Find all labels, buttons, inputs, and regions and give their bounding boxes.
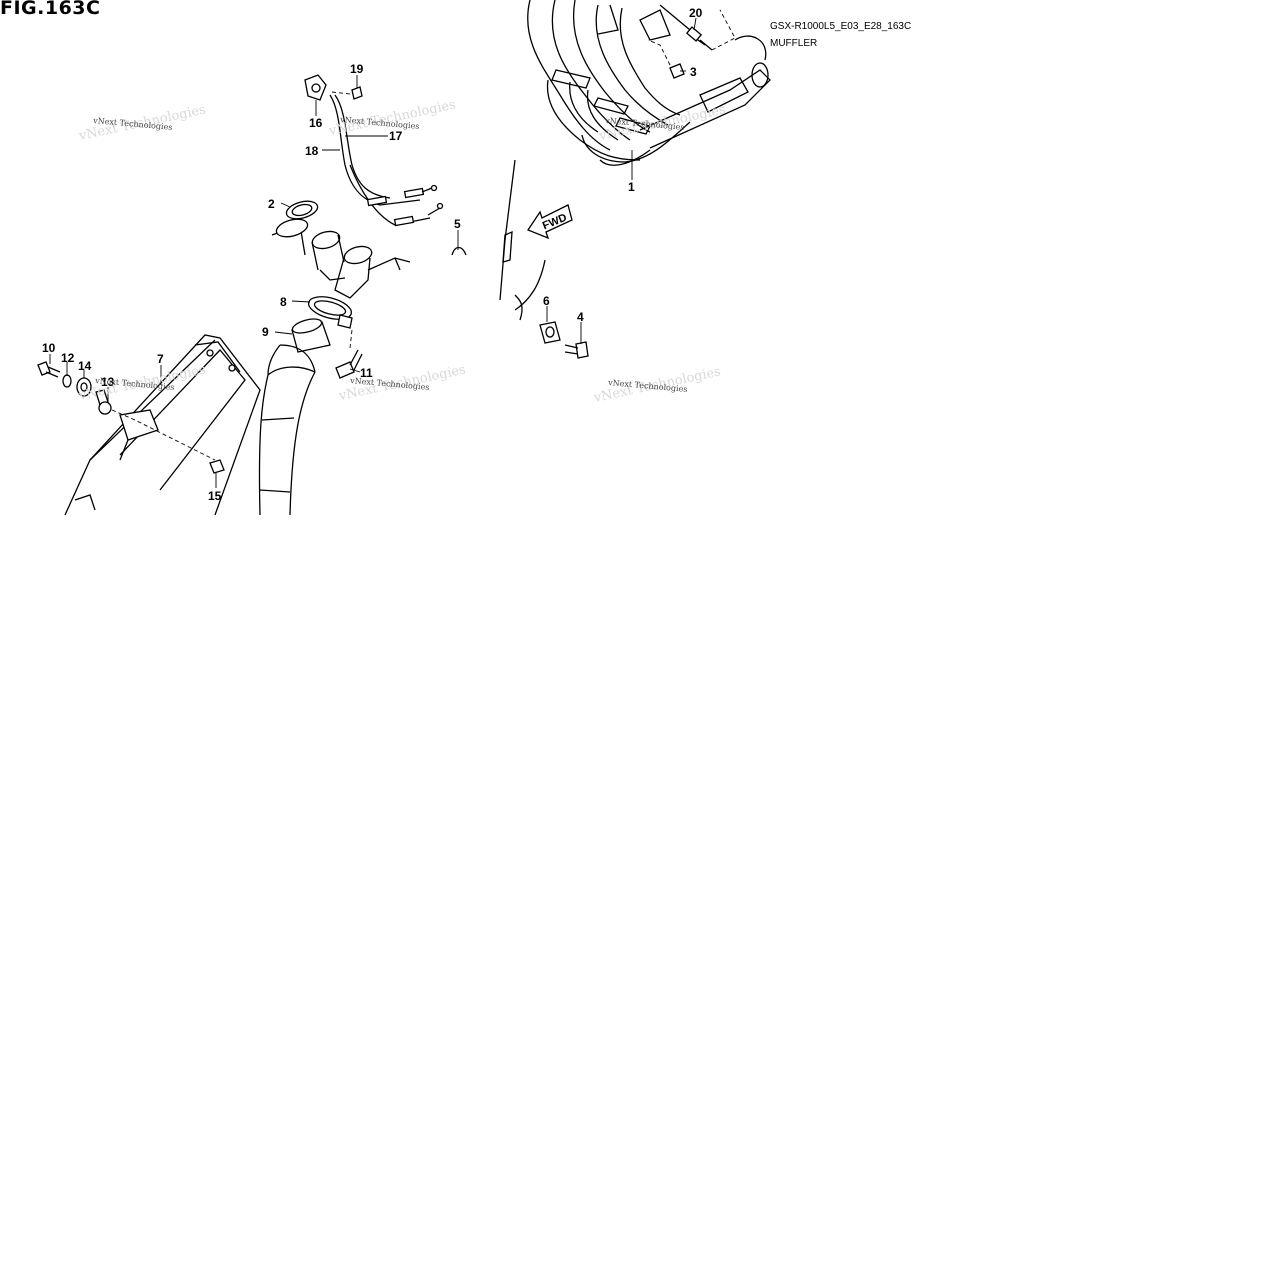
gasket-5 — [451, 246, 467, 256]
section-label: MUFFLER — [770, 38, 818, 49]
callout-13: 13 — [101, 375, 115, 389]
callout-6: 6 — [543, 294, 550, 308]
callout-10: 10 — [42, 341, 56, 355]
callout-4: 4 — [577, 310, 584, 324]
callout-8: 8 — [280, 295, 287, 309]
bolt-11 — [335, 329, 363, 379]
callout-7: 7 — [157, 352, 164, 366]
exhaust-header-pipes — [527, 0, 771, 166]
gasket-9 — [291, 318, 331, 353]
callout-5: 5 — [454, 217, 461, 231]
oxygen-sensor — [659, 4, 736, 51]
muffler-body — [64, 334, 261, 516]
callout-18: 18 — [305, 144, 319, 158]
forward-direction-arrow: FWD — [527, 204, 573, 240]
pipe-joints — [271, 218, 411, 299]
clamp-8 — [307, 296, 353, 329]
callout-12: 12 — [61, 351, 75, 365]
mid-pipe — [258, 344, 316, 516]
callout-9: 9 — [262, 325, 269, 339]
callout-numbers: 1 2 3 4 5 6 7 8 9 10 11 12 13 14 15 16 1… — [42, 6, 703, 503]
rubber-bushing-6 — [539, 321, 561, 344]
callout-2: 2 — [268, 197, 275, 211]
figure-title: FIG.163C — [0, 0, 101, 19]
bolt-3 — [647, 39, 685, 79]
gasket-2 — [285, 200, 319, 220]
mount-bolt-4 — [564, 341, 589, 359]
sensor-cable-assembly — [304, 74, 444, 227]
callout-1: 1 — [628, 180, 635, 194]
callout-3: 3 — [690, 65, 697, 79]
callout-16: 16 — [309, 116, 323, 130]
figure-code: GSX-R1000L5_E03_E28_163C — [770, 21, 912, 32]
watermarks: vNext Technologies vNext Technologies vN… — [77, 97, 727, 406]
callout-19: 19 — [350, 62, 364, 76]
callout-20: 20 — [689, 6, 703, 20]
muffler-mount-hardware — [37, 361, 225, 474]
callout-14: 14 — [78, 359, 92, 373]
callout-leaders — [49, 17, 697, 488]
frame-outline — [499, 159, 546, 321]
fwd-label: FWD — [541, 212, 569, 233]
callout-17: 17 — [389, 129, 403, 143]
callout-15: 15 — [208, 489, 222, 503]
callout-11: 11 — [360, 366, 373, 380]
